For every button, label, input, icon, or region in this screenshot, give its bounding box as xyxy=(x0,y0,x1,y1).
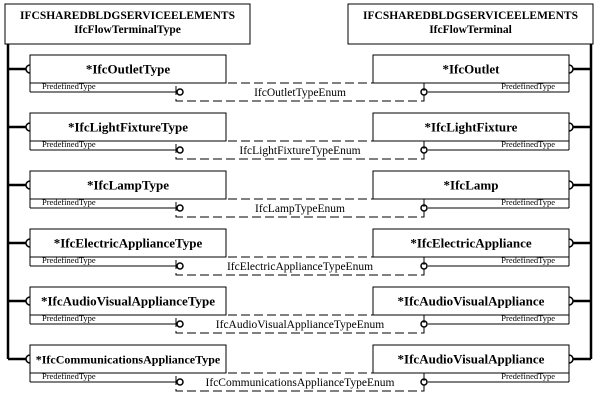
enum-label: IfcLampTypeEnum xyxy=(255,203,345,215)
type-entity-label: *IfcOutletType xyxy=(86,62,170,77)
right-attr-label: PredefinedType xyxy=(501,139,555,149)
type-entity-label: *IfcLampType xyxy=(87,178,169,193)
left-attr-marker xyxy=(176,88,184,96)
occurrence-entity-box xyxy=(372,170,570,200)
occurrence-entity-box xyxy=(372,286,570,316)
type-entity-box xyxy=(29,286,227,316)
occurrence-entity-box xyxy=(372,228,570,258)
type-entity-label: *IfcLightFixtureType xyxy=(68,120,188,135)
enum-box xyxy=(175,140,425,160)
left-attr-label: PredefinedType xyxy=(42,197,96,207)
schema-left-subtitle: IfcFlowTerminalType xyxy=(74,24,181,36)
enum-label: IfcElectricApplianceTypeEnum xyxy=(227,261,373,273)
enum-label: IfcAudioVisualApplianceTypeEnum xyxy=(216,319,384,331)
left-attr-marker xyxy=(176,262,184,270)
right-attr-label: PredefinedType xyxy=(501,255,555,265)
enum-label: IfcCommunicationsApplianceTypeEnum xyxy=(206,377,395,389)
occurrence-entity-label: *IfcOutlet xyxy=(442,62,500,77)
enum-box xyxy=(175,314,425,334)
type-entity-label: *IfcElectricApplianceType xyxy=(54,236,203,251)
left-attr-label: PredefinedType xyxy=(42,81,96,91)
schema-box-left: IFCSHAREDBLDGSERVICEELEMENTS IfcFlowTerm… xyxy=(4,3,251,45)
enum-label: IfcLightFixtureTypeEnum xyxy=(239,145,360,157)
schema-right-subtitle: IfcFlowTerminal xyxy=(429,24,512,36)
occurrence-entity-box xyxy=(372,112,570,142)
type-entity-box xyxy=(29,112,227,142)
right-attr-label: PredefinedType xyxy=(501,371,555,381)
left-attr-label: PredefinedType xyxy=(42,139,96,149)
left-attr-label: PredefinedType xyxy=(42,255,96,265)
left-attr-marker xyxy=(176,146,184,154)
enum-box xyxy=(175,198,425,218)
enum-label: IfcOutletTypeEnum xyxy=(254,87,346,99)
occurrence-entity-label: *IfcAudioVisualAppliance xyxy=(398,352,545,367)
enum-box xyxy=(175,256,425,276)
right-attr-label: PredefinedType xyxy=(501,81,555,91)
occurrence-entity-label: *IfcLamp xyxy=(444,178,499,193)
entity-row: *IfcElectricApplianceType *IfcElectricApp… xyxy=(8,228,591,276)
entity-row: *IfcLightFixtureType *IfcLightFixturePred… xyxy=(8,112,591,160)
type-entity-box xyxy=(29,54,227,84)
schema-box-right: IFCSHAREDBLDGSERVICEELEMENTS IfcFlowTerm… xyxy=(347,3,594,45)
left-attr-marker xyxy=(176,204,184,212)
left-attr-label: PredefinedType xyxy=(42,313,96,323)
schema-left-title: IFCSHAREDBLDGSERVICEELEMENTS xyxy=(20,10,235,22)
left-attr-marker xyxy=(176,320,184,328)
right-attr-label: PredefinedType xyxy=(501,197,555,207)
schema-right-title: IFCSHAREDBLDGSERVICEELEMENTS xyxy=(363,10,578,22)
entity-row: *IfcCommunicationsApplianceType *IfcAudio… xyxy=(8,344,591,392)
occurrence-entity-box xyxy=(372,54,570,84)
left-attr-marker xyxy=(176,378,184,386)
occurrence-entity-label: *IfcLightFixture xyxy=(425,120,518,135)
right-attr-label: PredefinedType xyxy=(501,313,555,323)
entity-row: *IfcAudioVisualApplianceType *IfcAudioVis… xyxy=(8,286,591,334)
occurrence-entity-label: *IfcAudioVisualAppliance xyxy=(398,294,545,309)
type-entity-box xyxy=(29,344,227,374)
enum-box xyxy=(175,82,425,102)
type-entity-label: *IfcAudioVisualApplianceType xyxy=(41,294,215,309)
type-entity-box xyxy=(29,228,227,258)
type-entity-label: *IfcCommunicationsApplianceType xyxy=(36,353,221,367)
left-attr-label: PredefinedType xyxy=(42,371,96,381)
type-entity-box xyxy=(29,170,227,200)
enum-box xyxy=(175,372,425,392)
occurrence-entity-label: *IfcElectricAppliance xyxy=(410,236,532,251)
occurrence-entity-box xyxy=(372,344,570,374)
